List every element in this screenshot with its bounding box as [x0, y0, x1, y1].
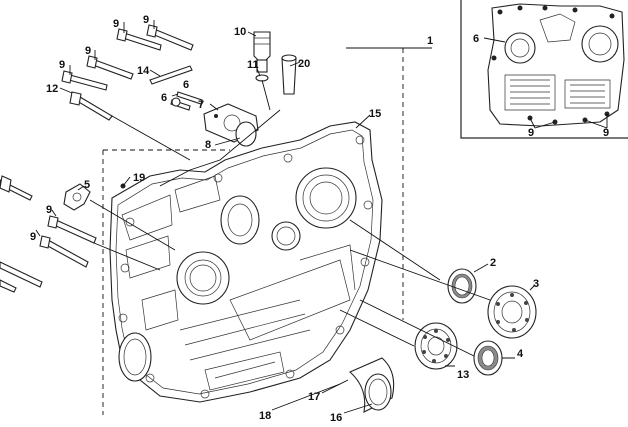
callout-16: 16: [330, 412, 342, 424]
leader-lines: [35, 20, 536, 414]
bolt-12: [69, 91, 113, 121]
tube-20: [281, 57, 297, 95]
callout-9: 9: [143, 14, 149, 26]
callout-9: 9: [85, 45, 91, 57]
callout-labels: 9 9 9 9 9 9 10 1 11 20 14 12 6 6 7 8 15 …: [30, 14, 609, 424]
callout-2: 2: [490, 257, 496, 269]
bushing-16-17: [348, 357, 395, 413]
callout-15: 15: [369, 108, 381, 120]
bolt-group-top: [61, 24, 297, 147]
inset-detail-view: [460, 0, 628, 139]
bolt-group-left: [0, 175, 97, 293]
oil-seal-4: [473, 340, 503, 376]
callout-7: 7: [198, 99, 204, 111]
callout-6: 6: [183, 79, 189, 91]
sensor-10: [253, 31, 271, 61]
callout-14: 14: [137, 65, 150, 77]
callout-19: 19: [133, 172, 145, 184]
callout-6: 6: [161, 92, 167, 104]
callout-9: 9: [30, 231, 36, 243]
callout-5: 5: [84, 179, 90, 191]
callout-12: 12: [46, 83, 58, 95]
callout-18: 18: [259, 410, 271, 422]
oring-8: [235, 121, 257, 147]
oil-seal-2: [447, 268, 477, 304]
callout-1: 1: [427, 35, 433, 47]
callout-inset-6: 6: [473, 33, 479, 45]
bearing-3: [487, 285, 537, 339]
callout-10: 10: [234, 26, 246, 38]
callout-11: 11: [247, 59, 259, 71]
callout-9: 9: [113, 18, 119, 30]
bolt-9c: [86, 55, 134, 80]
crankcase-half: [102, 47, 432, 415]
bolt-9d: [61, 70, 108, 91]
callout-9: 9: [46, 204, 52, 216]
bolt-9a: [116, 28, 162, 51]
callout-inset-9: 9: [528, 127, 534, 139]
callout-4: 4: [517, 348, 524, 360]
bearings-group: [348, 268, 537, 413]
bolt-9b: [146, 24, 194, 51]
callout-20: 20: [298, 58, 310, 70]
bearing-13: [414, 322, 458, 370]
callout-3: 3: [533, 278, 539, 290]
callout-17: 17: [308, 391, 320, 403]
callout-9: 9: [59, 59, 65, 71]
callout-13: 13: [457, 369, 469, 381]
bracket-5: [63, 183, 91, 211]
callout-inset-9: 9: [603, 127, 609, 139]
gasket-strip-14: [149, 65, 193, 85]
callout-8: 8: [205, 139, 211, 151]
